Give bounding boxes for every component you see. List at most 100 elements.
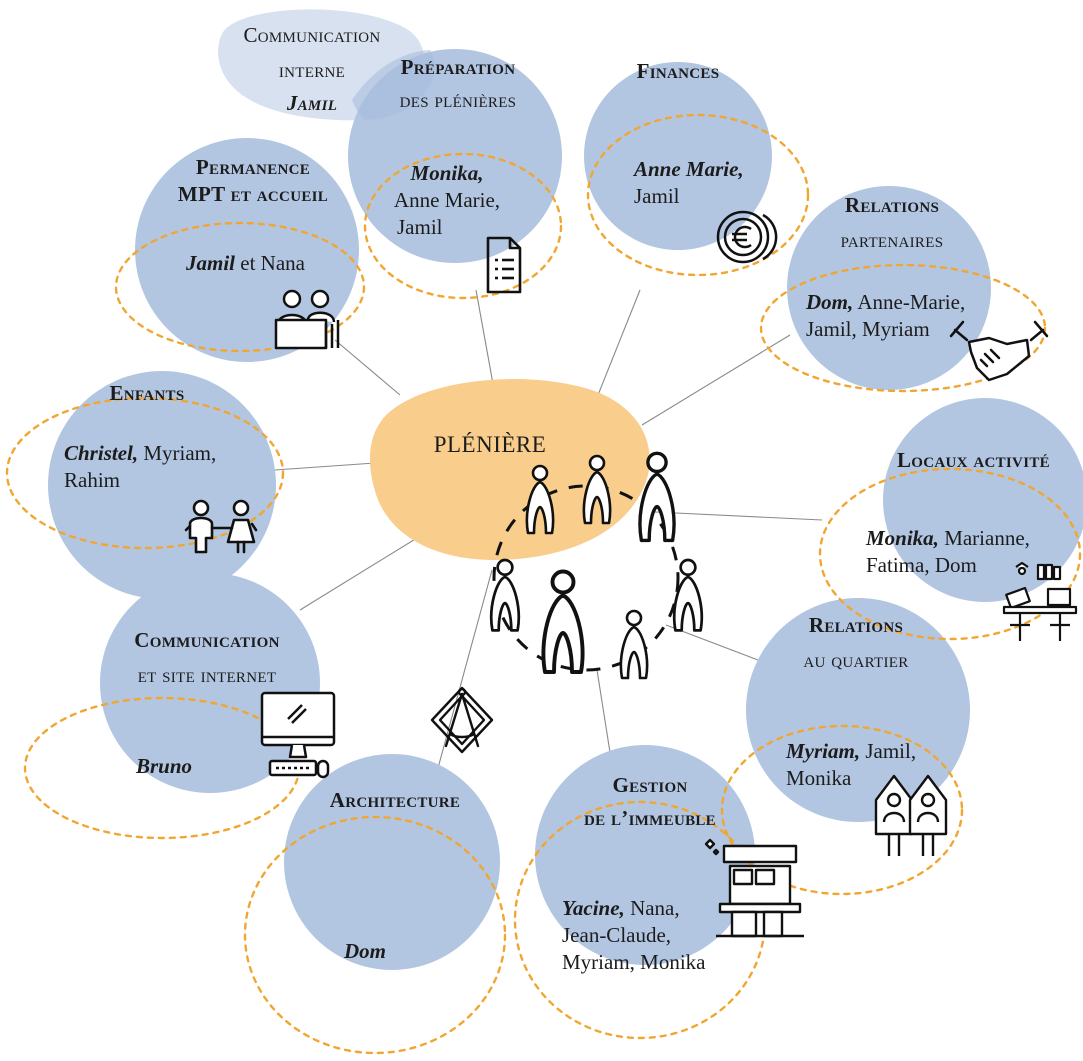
permanence-circle: [135, 138, 359, 362]
member-line: Jamil: [397, 214, 443, 239]
member-line: Dom, Anne-Marie,: [806, 290, 966, 314]
bubble-overlap: [352, 50, 435, 120]
children-icon: [184, 499, 258, 554]
relations-quartier-title: Relations au quartier: [776, 612, 936, 674]
title-line: interne: [278, 57, 346, 82]
connector-line: [475, 289, 496, 396]
lead-member: Bruno: [136, 754, 193, 778]
communication-site-title: Communication et site internet: [112, 627, 302, 689]
relations-partenaires-members: Dom, Anne-Marie, Jamil, Myriam: [806, 289, 1006, 343]
pleniere-label-wrap: PLÉNIÈRE: [433, 432, 547, 457]
architecture-circle: [284, 754, 500, 970]
member-line: Anne Marie,: [393, 187, 501, 212]
dashed-outline: [243, 815, 507, 1055]
title-line: au quartier: [803, 647, 909, 672]
reception-desk-icon: [274, 289, 340, 350]
dashed-outline: [818, 467, 1082, 641]
member-line: Yacine, Nana,: [562, 896, 680, 920]
member-line: Monika: [786, 765, 852, 790]
pleniere-blob: [369, 379, 650, 560]
title-line: MPT et accueil: [177, 181, 329, 206]
office-workspace-icon: [1002, 561, 1078, 641]
connector-line: [641, 334, 791, 426]
dashed-outline: [586, 113, 810, 277]
enfants-circle: [48, 371, 276, 599]
person-figure: [490, 558, 520, 632]
member-line: Jean-Claude,: [562, 922, 672, 947]
title-line: Communication: [134, 628, 280, 652]
relations-quartier-circle: [746, 598, 970, 822]
communication-site-members: Bruno: [136, 753, 256, 780]
lead-member: Dom: [344, 939, 386, 963]
relations-quartier-members: Myriam, Jamil, Monika: [786, 738, 966, 792]
locaux-activite-title: Locaux activité: [897, 448, 1050, 472]
title-line: Gestion: [612, 773, 688, 797]
lead-member: Jamil: [286, 90, 338, 115]
person-figure: [525, 464, 555, 535]
title-line: Permanence: [195, 155, 311, 179]
relations-partenaires-title: Relations partenaires: [812, 192, 972, 254]
dashed-outline: [114, 221, 366, 353]
title-line: Relations: [844, 193, 940, 217]
architecture-title: Architecture: [329, 788, 461, 812]
connector-line: [299, 529, 431, 611]
group-members: Jamil: [222, 90, 402, 117]
member-line: Rahim: [64, 467, 120, 492]
enfants-title: Enfants: [109, 381, 185, 405]
computer-icon: [260, 691, 336, 779]
dashed-outline: [759, 263, 1047, 393]
euro-coin-icon: [716, 210, 778, 264]
connector-line: [431, 569, 493, 791]
title-line: Préparation: [400, 55, 516, 79]
finances-title: Finances: [636, 59, 720, 83]
person-figure: [638, 451, 676, 543]
gestion-immeuble-members: Yacine, Nana, Jean-Claude, Myriam, Monik…: [562, 895, 762, 976]
member-line: Christel, Myriam,: [64, 441, 217, 465]
dashed-outlines: [5, 113, 1082, 1055]
locaux-activite-circle: [883, 398, 1083, 602]
title-line: de l’immeuble: [584, 805, 716, 830]
connector-line: [334, 339, 401, 396]
title-line: Relations: [808, 613, 904, 637]
people-circle-icon: [490, 451, 703, 680]
architecture-members: Dom: [344, 938, 424, 965]
dashed-outline: [363, 152, 563, 300]
building-icon: [704, 838, 804, 938]
finances-circle: [584, 62, 772, 250]
connector-lines: [274, 289, 823, 791]
gestion-immeuble-title: Gestion de l’immeuble: [560, 772, 740, 832]
member-line: Myriam, Jamil,: [786, 739, 917, 763]
connector-line: [274, 462, 376, 471]
connector-line: [595, 289, 641, 401]
finances-members: Anne Marie, Jamil: [634, 156, 794, 210]
connector-line: [654, 511, 823, 521]
dashed-outline: [5, 396, 285, 550]
permanence-title: Permanence MPT et accueil: [158, 154, 348, 208]
enfants-members: Christel, Myriam, Rahim: [64, 440, 254, 494]
member-line: et Nana: [240, 251, 305, 275]
family-house-icon: [874, 774, 948, 856]
person-figure: [541, 569, 585, 674]
compass-square-icon: [430, 686, 494, 754]
preparation-plenieres-title: Préparation des plénières: [378, 54, 538, 114]
handshake-icon: [949, 320, 1049, 382]
dashed-outline: [720, 724, 964, 896]
relations-partenaires-circle: [787, 186, 991, 390]
member-line: Fatima, Dom: [866, 552, 977, 577]
lead-member: Jamil: [186, 251, 236, 275]
title-line: et site internet: [137, 662, 277, 687]
gestion-immeuble-circle: [535, 745, 755, 965]
lead-member: Monika,: [410, 161, 484, 185]
member-line: Myriam, Monika: [562, 949, 706, 974]
preparation-plenieres-members: Monika, Anne Marie, Jamil: [372, 160, 522, 241]
locaux-activite-members: Monika, Marianne, Fatima, Dom: [866, 525, 1076, 579]
group-circles: [48, 9, 1083, 970]
permanence-members: Jamil et Nana: [186, 250, 366, 277]
pleniere-label: PLÉNIÈRE: [433, 432, 547, 457]
lead-member: Anne Marie,: [634, 157, 744, 181]
title-line: des plénières: [399, 87, 517, 112]
people-ring: [492, 484, 680, 672]
title-line: Communication: [243, 23, 381, 47]
member-line: Jamil, Myriam: [806, 316, 930, 341]
